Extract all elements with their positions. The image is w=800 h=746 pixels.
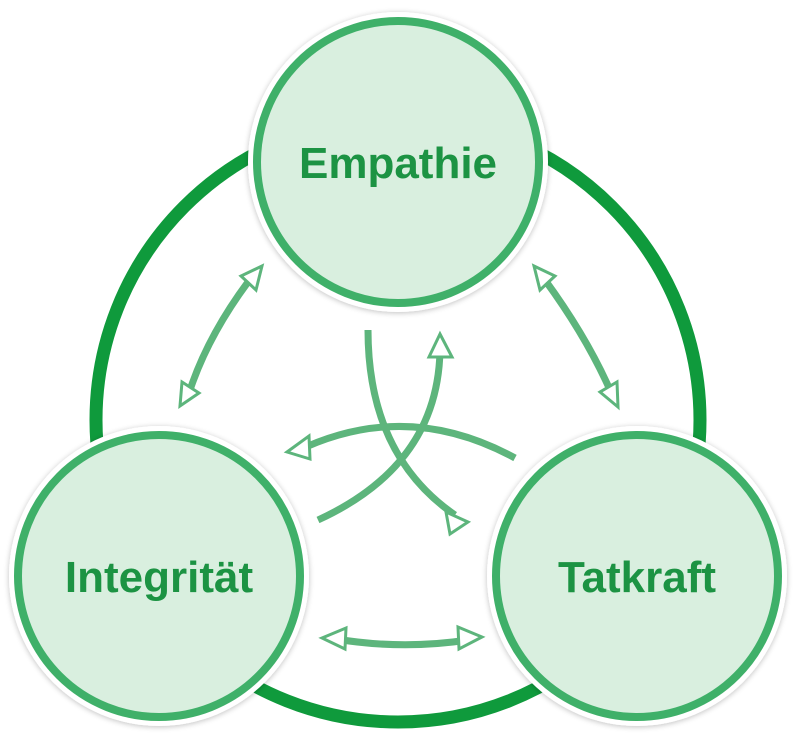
arrowhead-inner-tatkraft bbox=[444, 509, 472, 537]
node-tatkraft: Tatkraft bbox=[487, 426, 787, 726]
arrowhead-right-bottom bbox=[597, 379, 620, 411]
arrow-empathie-tatkraft bbox=[542, 277, 614, 392]
arrowhead-left-top bbox=[238, 263, 265, 293]
arrow-empathie-integritaet bbox=[186, 279, 251, 392]
node-tatkraft-label: Tatkraft bbox=[558, 553, 716, 602]
arrow-tatkraft-to-integritaet bbox=[293, 423, 517, 462]
arrowhead-bottom-right bbox=[456, 624, 486, 652]
node-integritaet: Integrität bbox=[9, 426, 309, 726]
arrowhead-inner-integritaet bbox=[283, 433, 312, 462]
node-empathie: Empathie bbox=[248, 12, 548, 312]
node-integritaet-label: Integrität bbox=[65, 553, 254, 602]
connector-arrows bbox=[186, 277, 614, 649]
node-empathie-circle bbox=[253, 17, 543, 307]
node-tatkraft-circle bbox=[492, 431, 782, 721]
arrowhead-inner-empathie bbox=[426, 330, 455, 359]
arrowhead-right-top bbox=[531, 263, 558, 293]
node-empathie-label: Empathie bbox=[299, 139, 497, 188]
arrow-integritaet-tatkraft bbox=[335, 635, 469, 649]
arrowhead-bottom-left bbox=[318, 625, 348, 652]
arrow-integritaet-to-empathie bbox=[316, 349, 444, 524]
node-integritaet-circle bbox=[14, 431, 304, 721]
arrow-empathie-to-tatkraft bbox=[364, 329, 457, 518]
arrowheads bbox=[178, 263, 620, 652]
arrowhead-left-bottom bbox=[178, 379, 202, 410]
